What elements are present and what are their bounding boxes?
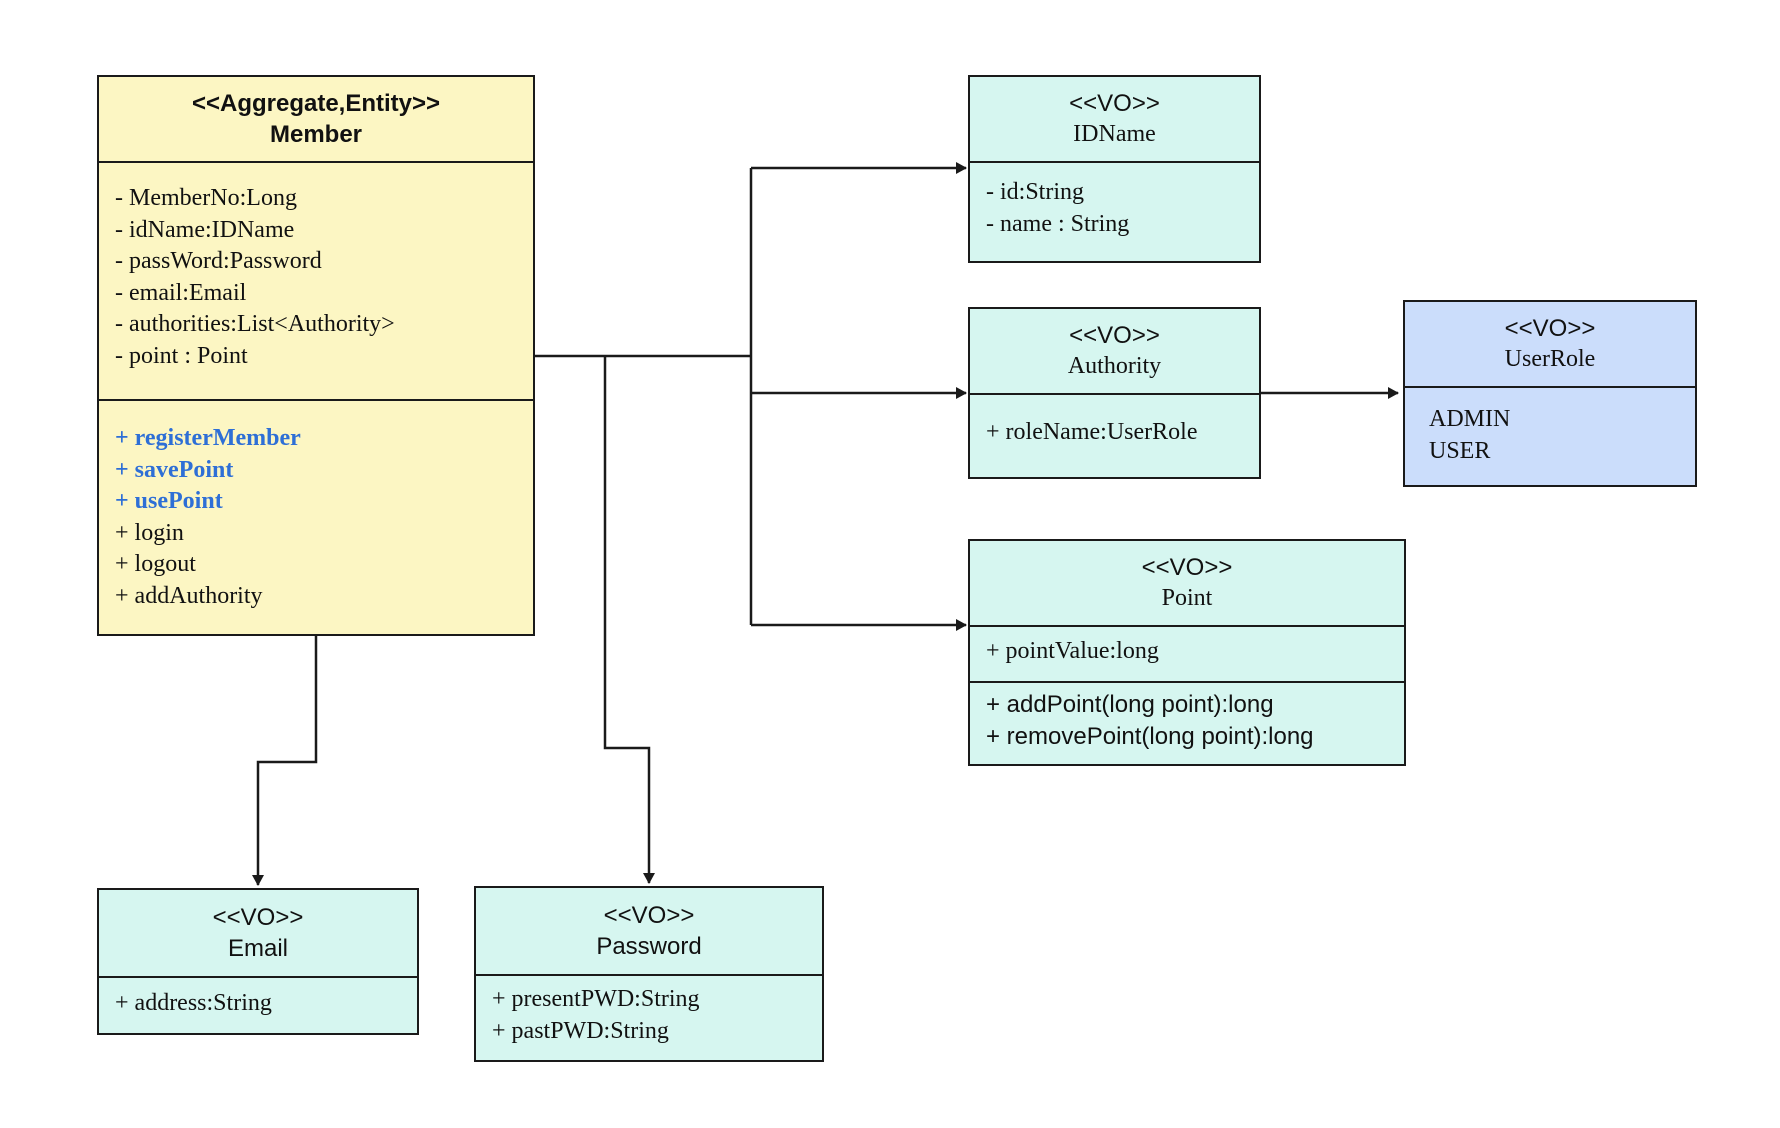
point-class: <<VO>> Point + pointValue:long + addPoin… bbox=[968, 539, 1406, 766]
authority-attributes: + roleName:UserRole bbox=[970, 393, 1259, 477]
password-attributes: + presentPWD:String + pastPWD:String bbox=[476, 974, 822, 1060]
member-method: + usePoint bbox=[115, 488, 223, 514]
email-header: <<VO>> Email bbox=[99, 890, 417, 976]
email-attributes: + address:String bbox=[99, 976, 417, 1033]
email-attribute: + address:String bbox=[115, 990, 272, 1016]
member-name: Member bbox=[269, 121, 363, 148]
point-methods: + addPoint(long point):long + removePoin… bbox=[970, 681, 1404, 764]
password-attribute: + pastPWD:String bbox=[492, 1017, 669, 1044]
point-stereotype: <<VO>> bbox=[1141, 554, 1233, 581]
member-method: + savePoint bbox=[115, 456, 234, 483]
member-attributes: - MemberNo:Long - idName:IDName - passWo… bbox=[99, 161, 533, 399]
member-attribute: - point : Point bbox=[115, 342, 248, 369]
password-class: <<VO>> Password + presentPWD:String + pa… bbox=[474, 886, 824, 1062]
point-method: + addPoint(long point):long bbox=[986, 691, 1274, 718]
authority-stereotype: <<VO>> bbox=[1069, 322, 1160, 349]
member-header: <<Aggregate,Entity>> Member bbox=[99, 77, 533, 161]
authority-class: <<VO>> Authority + roleName:UserRole bbox=[968, 307, 1261, 479]
userrole-value: ADMIN bbox=[1429, 406, 1511, 432]
point-header: <<VO>> Point bbox=[970, 541, 1404, 625]
password-name: Password bbox=[596, 933, 702, 960]
edge-member-password bbox=[603, 356, 655, 884]
member-class: <<Aggregate,Entity>> Member - MemberNo:L… bbox=[97, 75, 535, 636]
point-name: Point bbox=[1161, 585, 1213, 611]
member-attribute: - email:Email bbox=[115, 279, 247, 306]
idname-name: IDName bbox=[1073, 121, 1156, 147]
member-method: + login bbox=[115, 519, 184, 546]
member-method: + logout bbox=[115, 551, 196, 577]
member-attribute: - idName:IDName bbox=[115, 216, 295, 243]
point-method: + removePoint(long point):long bbox=[986, 722, 1314, 750]
userrole-stereotype: <<VO>> bbox=[1504, 315, 1596, 342]
idname-attribute: - id:String bbox=[986, 179, 1085, 205]
userrole-class: <<VO>> UserRole ADMIN USER bbox=[1403, 300, 1697, 487]
email-name: Email bbox=[227, 935, 288, 962]
idname-class: <<VO>> IDName - id:String - name : Strin… bbox=[968, 75, 1261, 263]
email-stereotype: <<VO>> bbox=[212, 904, 304, 931]
point-attribute: + pointValue:long bbox=[986, 638, 1159, 664]
edge-member-email bbox=[252, 636, 318, 886]
idname-attributes: - id:String - name : String bbox=[970, 161, 1259, 261]
password-attribute: + presentPWD:String bbox=[492, 986, 700, 1012]
userrole-header: <<VO>> UserRole bbox=[1405, 302, 1695, 386]
password-stereotype: <<VO>> bbox=[603, 902, 695, 929]
member-attribute: - MemberNo:Long bbox=[115, 185, 297, 211]
authority-header: <<VO>> Authority bbox=[970, 309, 1259, 393]
userrole-value: USER bbox=[1429, 437, 1491, 464]
idname-header: <<VO>> IDName bbox=[970, 77, 1259, 161]
userrole-name: UserRole bbox=[1504, 346, 1596, 372]
member-attribute: - authorities:List<Authority> bbox=[115, 311, 395, 337]
email-class: <<VO>> Email + address:String bbox=[97, 888, 419, 1035]
member-method: + registerMember bbox=[115, 425, 301, 451]
idname-attribute: - name : String bbox=[986, 210, 1130, 237]
member-method: + addAuthority bbox=[115, 582, 263, 609]
authority-attribute: + roleName:UserRole bbox=[986, 419, 1198, 445]
userrole-values: ADMIN USER bbox=[1405, 386, 1695, 485]
idname-stereotype: <<VO>> bbox=[1069, 90, 1160, 117]
member-stereotype: <<Aggregate,Entity>> bbox=[191, 90, 441, 117]
member-attribute: - passWord:Password bbox=[115, 248, 322, 274]
point-attributes: + pointValue:long bbox=[970, 625, 1404, 681]
password-header: <<VO>> Password bbox=[476, 888, 822, 974]
authority-name: Authority bbox=[1067, 353, 1162, 379]
member-methods: + registerMember + savePoint + usePoint … bbox=[99, 399, 533, 634]
